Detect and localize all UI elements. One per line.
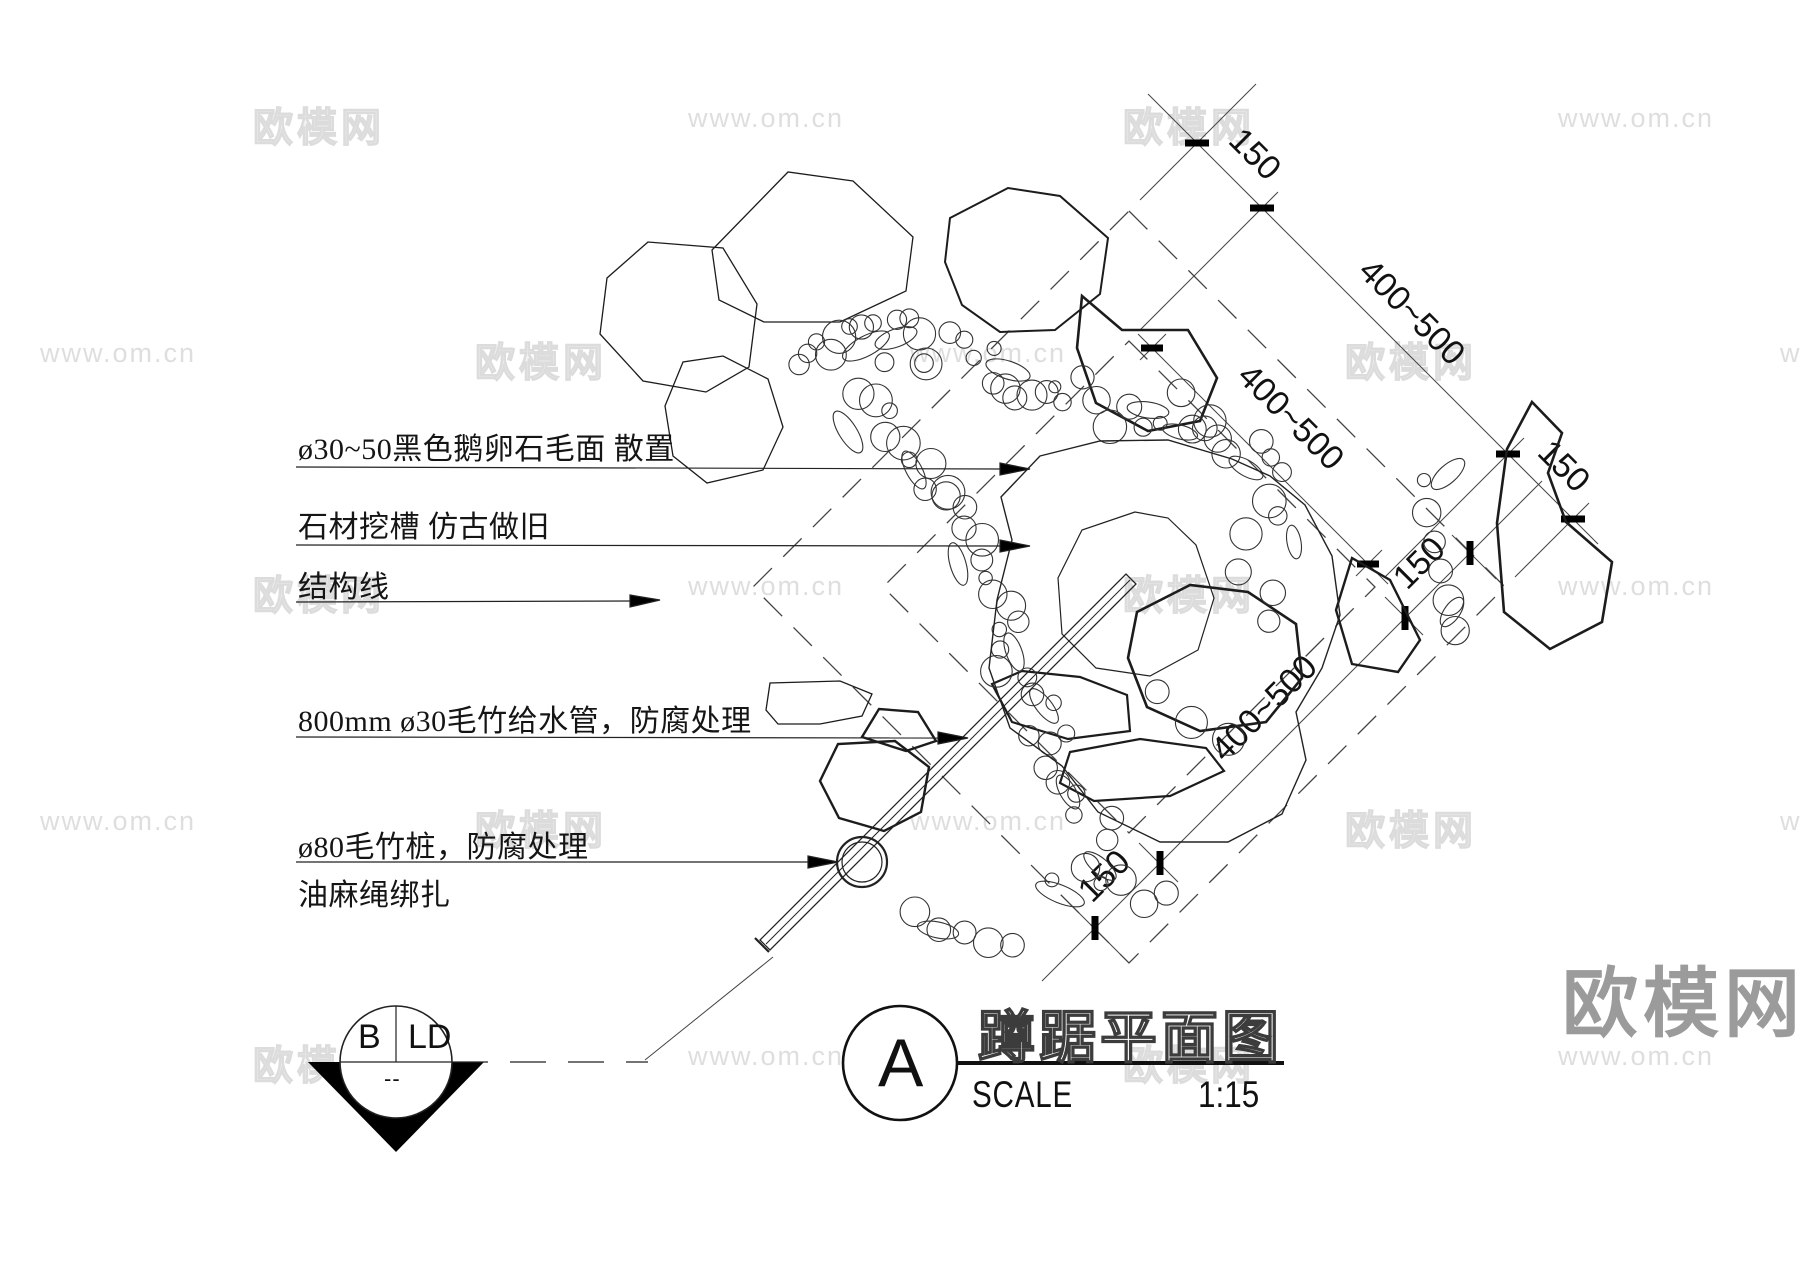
watermark-site: www.om.cn xyxy=(1558,103,1715,133)
dim-label-outer-mid: 400~500 xyxy=(1351,252,1472,373)
dim-label-inner-bottom: 150 xyxy=(1071,843,1138,910)
watermark-site: www.om.cn xyxy=(1780,338,1800,368)
cobblestone-scatter xyxy=(788,308,1470,959)
bamboo-pipe xyxy=(754,573,1137,953)
detail-circle xyxy=(841,1004,959,1122)
watermark-site: www.om.cn xyxy=(910,338,1067,368)
dimension-outer: 150 400~500 150 xyxy=(1147,93,1599,545)
annotation-cobblestone: ø30~50黑色鹅卵石毛面 散置 xyxy=(298,433,675,466)
annotation-structure-line: 结构线 xyxy=(298,571,390,604)
annotation-stone-groove: 石材挖槽 仿古做旧 xyxy=(298,511,550,544)
title-block-graphics xyxy=(841,1004,1284,1122)
scale-label: SCALE xyxy=(972,1074,1074,1115)
basin-stone xyxy=(988,439,1341,843)
annotation-bamboo-pile: ø80毛竹桩，防腐处理 xyxy=(298,831,589,864)
dim-label-inner-mid: 400~500 xyxy=(1204,648,1325,769)
scale-value: 1:15 xyxy=(1198,1074,1260,1115)
leader-lines xyxy=(295,462,1031,869)
rock-outlines xyxy=(599,171,1614,833)
annotation-water-pipe: 800mm ø30毛竹给水管，防腐处理 xyxy=(298,705,752,738)
watermark-site: www.om.cn xyxy=(1558,571,1715,601)
detail-letter: A xyxy=(878,1025,924,1101)
dim-label-outer-bottom: 150 xyxy=(1530,433,1597,500)
bamboo-pile-circle xyxy=(835,835,889,889)
watermark-brand: 欧模网 xyxy=(252,105,385,150)
watermark-brand: 欧模网 xyxy=(474,808,607,853)
dim-label-inner-top: 150 xyxy=(1386,530,1453,597)
watermark-site: www.om.cn xyxy=(40,806,197,836)
watermark-site: www.om.cn xyxy=(1558,1041,1715,1071)
section-letter-right: LD xyxy=(408,1018,452,1056)
watermark-site: www.om.cn xyxy=(688,571,845,601)
section-letter-left: B xyxy=(358,1018,381,1056)
dimension-extension-lines xyxy=(1078,83,1590,956)
watermark-brand: 欧模网 xyxy=(252,573,385,618)
watermark-brand: 欧模网 xyxy=(1344,808,1477,853)
structure-dashed-lines xyxy=(752,210,1506,964)
watermark-brand: 欧模网 xyxy=(474,340,607,385)
annotation-hemp-rope: 油麻绳绑扎 xyxy=(298,879,451,912)
watermark-site: www.om.cn xyxy=(688,103,845,133)
dimension-edge: 400~500 xyxy=(1137,333,1389,585)
watermark-brand: 欧模网 xyxy=(1344,340,1477,385)
site-logo: 欧模网 xyxy=(1562,962,1800,1047)
watermark-brand: 欧模网 xyxy=(1122,1043,1255,1088)
sheet-title: 蹲踞平面图 xyxy=(977,1005,1283,1071)
section-note: -- xyxy=(384,1066,401,1091)
watermark-brand: 欧模网 xyxy=(1122,573,1255,618)
watermark-site: www.om.cn xyxy=(1780,806,1800,836)
section-cut-symbol xyxy=(308,956,774,1152)
watermark-site: www.om.cn xyxy=(688,1041,845,1071)
watermark-site: www.om.cn xyxy=(40,338,197,368)
